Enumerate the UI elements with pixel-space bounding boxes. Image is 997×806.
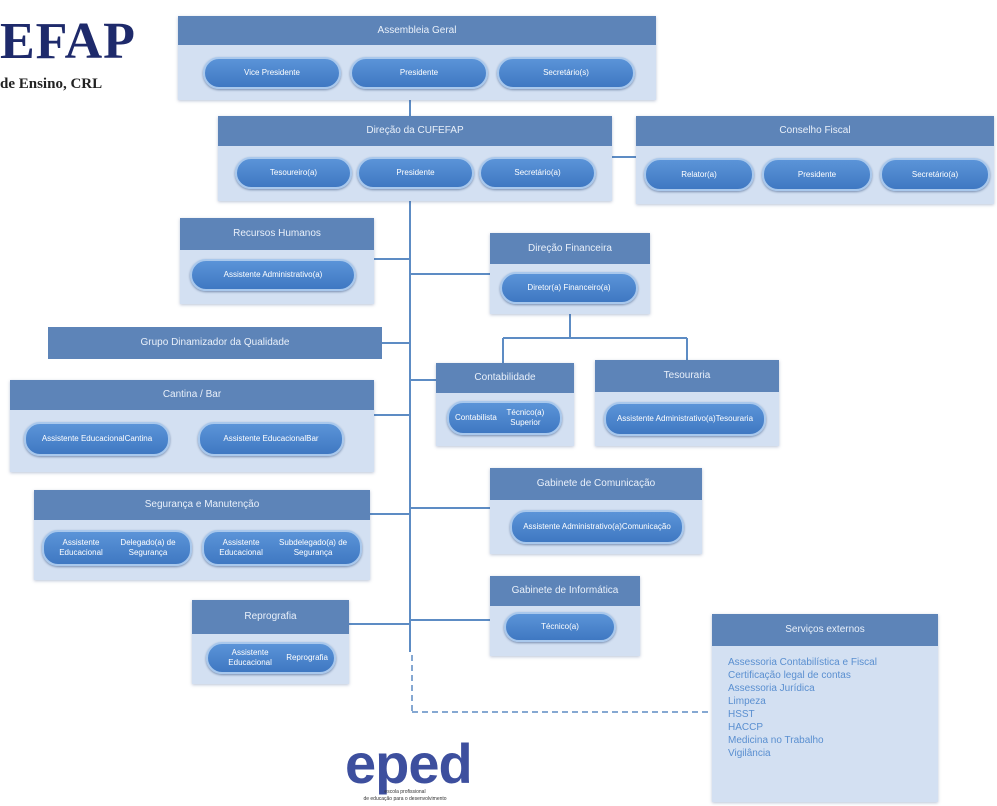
assembleia-member-vice-presidente[interactable]: Vice Presidente bbox=[203, 57, 341, 89]
efap-logo: EFAP bbox=[0, 13, 136, 70]
contabilidade-header: Contabilidade bbox=[436, 363, 574, 393]
conselho-member-presidente[interactable]: Presidente bbox=[762, 158, 872, 191]
direcao-financeira-member[interactable]: Diretor(a) Financeiro(a) bbox=[500, 272, 638, 304]
servico-item: Vigilância bbox=[728, 748, 771, 759]
recursos-humanos-member[interactable]: Assistente Administrativo(a) bbox=[190, 259, 356, 291]
gabinete-informatica-header: Gabinete de Informática bbox=[490, 576, 640, 606]
conselho-member-relator[interactable]: Relator(a) bbox=[644, 158, 754, 191]
eped-tagline-1: escola profissional bbox=[384, 789, 426, 795]
cantina-bar-header: Cantina / Bar bbox=[10, 380, 374, 410]
servicos-externos-header: Serviços externos bbox=[712, 614, 938, 646]
gabinete-comunicacao-header: Gabinete de Comunicação bbox=[490, 468, 702, 500]
tesouraria-header: Tesouraria bbox=[595, 360, 779, 392]
direcao-financeira-header: Direção Financeira bbox=[490, 233, 650, 264]
eped-logo: eped bbox=[345, 732, 473, 795]
servico-item: HACCP bbox=[728, 722, 764, 733]
grupo-qualidade-header: Grupo Dinamizador da Qualidade bbox=[48, 327, 382, 359]
direcao-member-secretario[interactable]: Secretário(a) bbox=[479, 157, 596, 189]
servico-item: Assessoria Jurídica bbox=[728, 683, 815, 694]
servico-item: Medicina no Trabalho bbox=[728, 735, 824, 746]
conselho-member-secretario[interactable]: Secretário(a) bbox=[880, 158, 990, 191]
direcao-member-presidente[interactable]: Presidente bbox=[357, 157, 474, 189]
assembleia-geral-header: Assembleia Geral bbox=[178, 16, 656, 45]
servicos-externos-list: Assessoria Contabilística e Fiscal Certi… bbox=[728, 656, 934, 760]
servico-item: HSST bbox=[728, 709, 755, 720]
assembleia-member-presidente[interactable]: Presidente bbox=[350, 57, 488, 89]
conselho-fiscal-header: Conselho Fiscal bbox=[636, 116, 994, 146]
gabinete-informatica-member[interactable]: Técnico(a) bbox=[504, 612, 616, 642]
efap-logo-subtitle: de Ensino, CRL bbox=[0, 76, 103, 92]
direcao-member-tesoureiro[interactable]: Tesoureiro(a) bbox=[235, 157, 352, 189]
eped-tagline-2: de educação para o desenvolvimento bbox=[363, 796, 447, 802]
assembleia-member-secretario[interactable]: Secretário(s) bbox=[497, 57, 635, 89]
reprografia-header: Reprografia bbox=[192, 600, 349, 634]
servico-item: Limpeza bbox=[728, 696, 766, 707]
gabinete-comunicacao-member[interactable]: Assistente Administrativo(a)Comunicação bbox=[510, 510, 684, 544]
tesouraria-member[interactable]: Assistente Administrativo(a)Tesouraria bbox=[604, 402, 766, 436]
direcao-header: Direção da CUFEFAP bbox=[218, 116, 612, 146]
servico-item: Certificação legal de contas bbox=[728, 670, 851, 681]
servico-item: Assessoria Contabilística e Fiscal bbox=[728, 657, 877, 668]
seguranca-header: Segurança e Manutenção bbox=[34, 490, 370, 520]
recursos-humanos-header: Recursos Humanos bbox=[180, 218, 374, 250]
